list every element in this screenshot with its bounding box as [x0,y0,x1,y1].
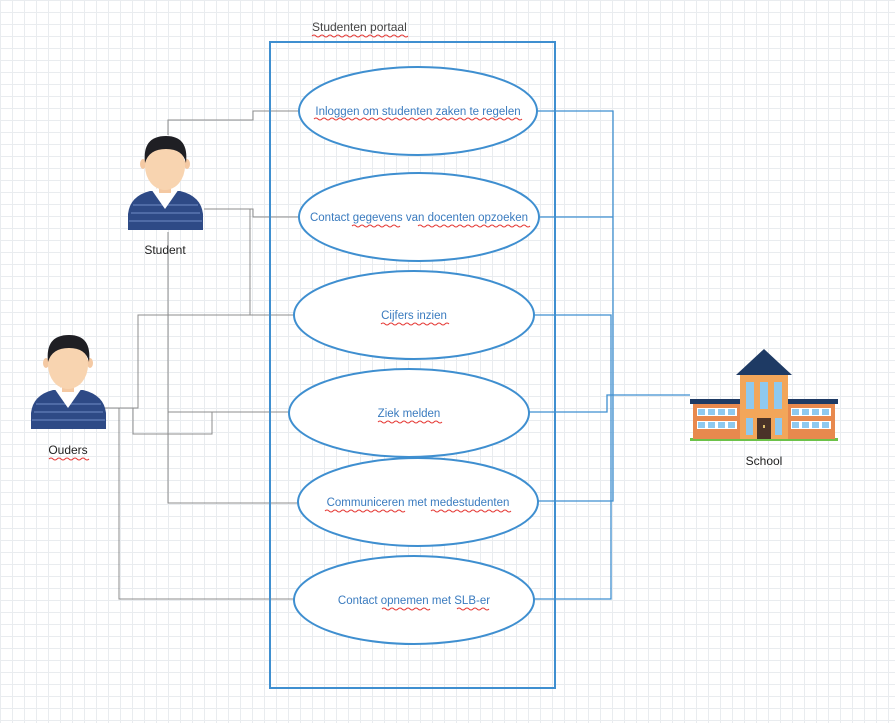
connector-ouders-slb [118,408,294,600]
connector-student-contact-docenten [204,208,299,218]
system-boundary [269,41,556,689]
connector-student-inloggen [167,110,299,135]
actor-label: School [746,454,783,468]
ouders-connectors [104,314,294,600]
school-building-icon [690,349,838,441]
use-case-ziek[interactable]: Ziek melden [288,368,530,458]
system-title: Studenten portaal [312,20,407,34]
school-connectors [529,110,690,600]
use-case-label: Contact opnemen met SLB-er [338,595,490,607]
spellcheck-underline [313,117,523,121]
spellcheck-underline [311,34,409,38]
connector-ouders-cijfers [104,314,294,409]
spellcheck-underline [351,224,401,228]
spellcheck-underline [380,322,450,326]
use-case-contact-docenten[interactable]: Contact gegevens van docenten opzoeken [298,172,540,262]
connector-student-cijfers [204,208,294,316]
use-case-ellipse [298,172,540,262]
use-case-label: Communiceren met medestudenten [327,497,510,509]
use-case-label: Inloggen om studenten zaken te regelen [315,106,520,118]
connector-ouders-ziek [104,407,290,435]
spellcheck-underline [377,420,443,424]
connector-student-ziek [167,232,290,413]
use-case-ellipse [298,66,538,156]
spellcheck-underline [48,457,90,461]
use-case-cijfers[interactable]: Cijfers inzien [293,270,535,360]
use-case-slb[interactable]: Contact opnemen met SLB-er [293,555,535,645]
use-case-ellipse [288,368,530,458]
use-case-ellipse [297,457,539,547]
actor-label: Student [144,243,186,257]
use-case-communiceren[interactable]: Communiceren met medestudenten [297,457,539,547]
actor-student[interactable]: Student [128,136,203,257]
use-case-label: Cijfers inzien [381,310,447,322]
student-connectors [167,110,299,504]
spellcheck-underline [456,607,490,611]
connector-school-ziek [529,394,690,413]
actor-school[interactable]: School [690,349,838,468]
spellcheck-underline [381,607,431,611]
connector-student-communiceren [167,232,298,504]
use-case-label: Ziek melden [378,408,441,420]
use-case-ellipse [293,270,535,360]
actor-ouders[interactable]: Ouders [31,335,106,461]
person-icon [128,136,203,230]
use-case-ellipse [293,555,535,645]
actor-label: Ouders [48,443,87,457]
person-icon [31,335,106,429]
spellcheck-underline [324,509,406,513]
connector-school-communiceren [537,395,614,502]
connector-school-inloggen [537,110,614,395]
spellcheck-underline [430,509,512,513]
use-case-inloggen[interactable]: Inloggen om studenten zaken te regelen [298,66,538,156]
spellcheck-underline [417,224,531,228]
connector-school-slb [534,395,612,600]
connector-school-cijfers [534,314,612,395]
use-case-label: Contact gegevens van docenten opzoeken [310,212,528,224]
